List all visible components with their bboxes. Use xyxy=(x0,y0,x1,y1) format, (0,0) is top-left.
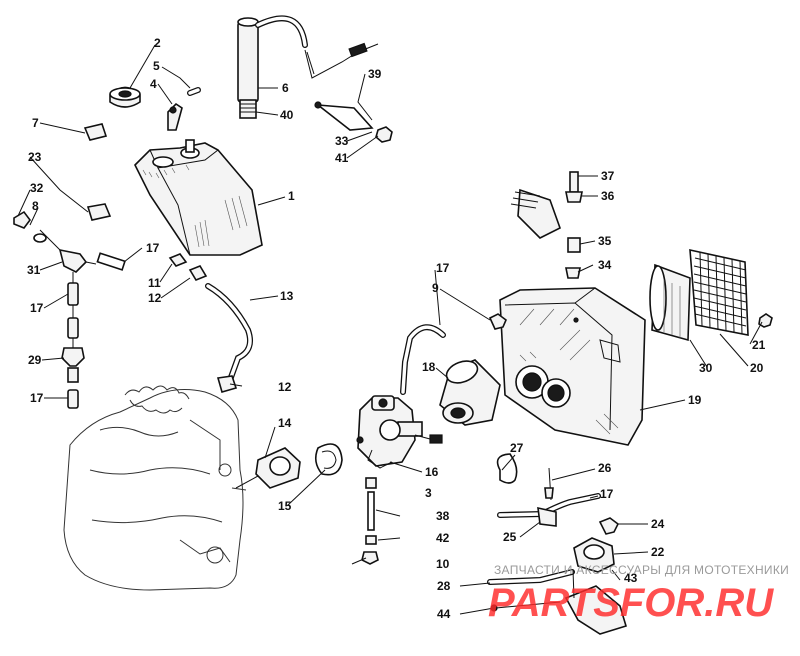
callout-28: 28 xyxy=(437,579,451,593)
callout-14: 14 xyxy=(278,416,292,430)
callout-9: 9 xyxy=(432,281,439,295)
callout-17c: 17 xyxy=(436,261,450,275)
air-filter xyxy=(649,248,773,342)
watermark: ЗАПЧАСТИ И АКСЕССУАРЫ ДЛЯ МОТОТЕХНИКИ PA… xyxy=(488,563,789,625)
callout-33: 33 xyxy=(335,134,349,148)
callout-16: 16 xyxy=(425,465,439,479)
fuel-filter-assembly xyxy=(13,210,126,409)
rubber-pad-23 xyxy=(86,203,112,221)
callout-20: 20 xyxy=(750,361,764,375)
rubber-pad-7 xyxy=(83,123,108,141)
intake-boot xyxy=(439,359,501,426)
fuel-gauge xyxy=(237,15,379,119)
adaptor-flange xyxy=(235,443,343,489)
callout-7: 7 xyxy=(32,116,39,130)
idle-screw-assembly xyxy=(361,477,379,565)
callout-3: 3 xyxy=(425,486,432,500)
callout-15: 15 xyxy=(278,499,292,513)
hose-17-upper xyxy=(400,313,507,395)
callout-11: 11 xyxy=(148,276,161,290)
callout-41: 41 xyxy=(335,151,349,165)
fuel-tank xyxy=(134,139,263,256)
callout-5: 5 xyxy=(153,59,160,73)
callout-13: 13 xyxy=(280,289,294,303)
callout-39: 39 xyxy=(368,67,382,81)
carburetor xyxy=(356,395,443,469)
callout-1: 1 xyxy=(288,189,295,203)
callout-8: 8 xyxy=(32,199,39,213)
tank-bolt xyxy=(314,101,393,143)
callout-23: 23 xyxy=(28,150,42,164)
callout-18: 18 xyxy=(422,360,436,374)
callout-27: 27 xyxy=(510,441,524,455)
engine-block xyxy=(63,385,247,591)
callout-25: 25 xyxy=(503,530,517,544)
callout-2: 2 xyxy=(154,36,161,50)
callout-44: 44 xyxy=(437,607,451,621)
callout-4: 4 xyxy=(150,77,157,91)
leader-lines xyxy=(17,44,763,615)
callout-22: 22 xyxy=(651,545,665,559)
vent-fitting xyxy=(167,87,201,131)
callout-24: 24 xyxy=(651,517,665,531)
callout-26: 26 xyxy=(598,461,612,475)
callout-32: 32 xyxy=(30,181,44,195)
callout-12b: 12 xyxy=(278,380,292,394)
callout-19: 19 xyxy=(688,393,702,407)
air-silencer-box xyxy=(499,287,646,446)
callout-43: 43 xyxy=(624,571,638,585)
callout-37: 37 xyxy=(601,169,615,183)
callout-40: 40 xyxy=(280,108,294,122)
callout-29: 29 xyxy=(28,353,42,367)
callout-10: 10 xyxy=(436,557,450,571)
callout-36: 36 xyxy=(601,189,615,203)
callout-17a: 17 xyxy=(146,241,160,255)
callout-38: 38 xyxy=(436,509,450,523)
fuel-line-13 xyxy=(168,253,253,393)
callout-17b: 17 xyxy=(30,301,44,315)
callout-17e: 17 xyxy=(600,487,614,501)
oil-valve-assembly xyxy=(510,171,583,279)
fuel-pump-assembly xyxy=(487,453,627,635)
callout-35: 35 xyxy=(598,234,612,248)
callout-17d: 17 xyxy=(30,391,44,405)
watermark-brand: PARTSFOR.RU xyxy=(488,581,774,625)
callout-34: 34 xyxy=(598,258,612,272)
callout-6: 6 xyxy=(282,81,289,95)
callout-31: 31 xyxy=(27,263,41,277)
fuel-cap xyxy=(109,86,141,108)
callout-30: 30 xyxy=(699,361,713,375)
callout-21: 21 xyxy=(752,338,766,352)
callout-42: 42 xyxy=(436,531,450,545)
callout-12a: 12 xyxy=(148,291,162,305)
callout-labels: 1 2 3 4 5 6 7 8 9 10 11 12 12 13 14 15 1… xyxy=(27,36,766,621)
watermark-tagline: ЗАПЧАСТИ И АКСЕССУАРЫ ДЛЯ МОТОТЕХНИКИ xyxy=(494,563,789,577)
